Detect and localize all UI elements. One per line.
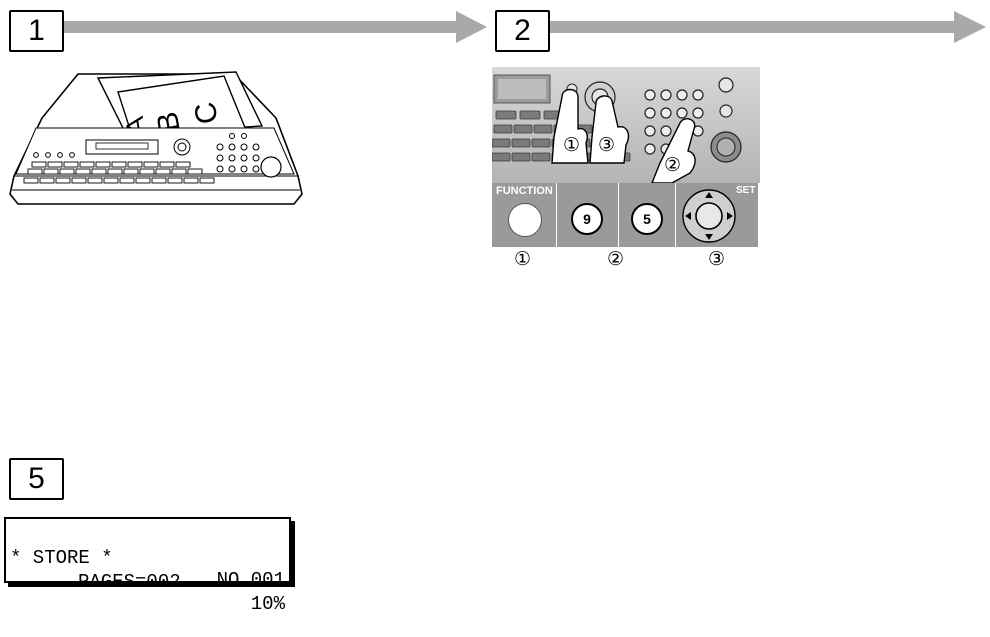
key-9-label: 9 [583,211,591,227]
fax-machine-illustration: A B C [9,71,303,205]
step-2-arrow [550,11,986,43]
step-1-badge: 1 [9,10,64,52]
step-5-badge: 5 [9,458,64,500]
function-key-panel: FUNCTION [492,183,556,247]
step-marker-1: ① [514,248,532,270]
set-dial-icon [682,189,736,243]
lcd-line-1: * STORE * NO.001 [10,525,285,591]
key-9-button: 9 [571,203,603,235]
step-marker-2: ② [607,248,625,270]
key-5-label: 5 [643,211,651,227]
lcd-line-2-left: PAGES=002 [78,571,181,593]
step-2-number: 2 [514,14,531,47]
key-9-panel: 9 [557,183,618,247]
step-marker-3: ③ [708,248,726,270]
hand-marker-2: ② [664,154,681,176]
step-1-number: 1 [28,14,45,47]
control-panel-photo: ① ③ ② [492,67,760,183]
step-1-arrow [64,11,487,43]
lcd-line-1-left: * STORE * [10,547,113,569]
step-2-badge: 2 [495,10,550,52]
function-label: FUNCTION [496,185,553,197]
key-5-button: 5 [631,203,663,235]
step-5-number: 5 [28,462,45,495]
hand-marker-1: ① [563,134,580,156]
lcd-line-2-right: 10% [250,593,285,615]
lcd-line-2: PAGES=002 10% [10,549,285,615]
key-5-panel: 5 [619,183,675,247]
set-dial-panel: SET [676,183,758,247]
lcd-display: * STORE * NO.001 PAGES=002 10% [4,517,291,615]
lcd-line-1-right: NO.001 [216,569,285,591]
set-label: SET [736,185,756,196]
hand-marker-3: ③ [598,134,615,156]
function-button [508,203,542,237]
